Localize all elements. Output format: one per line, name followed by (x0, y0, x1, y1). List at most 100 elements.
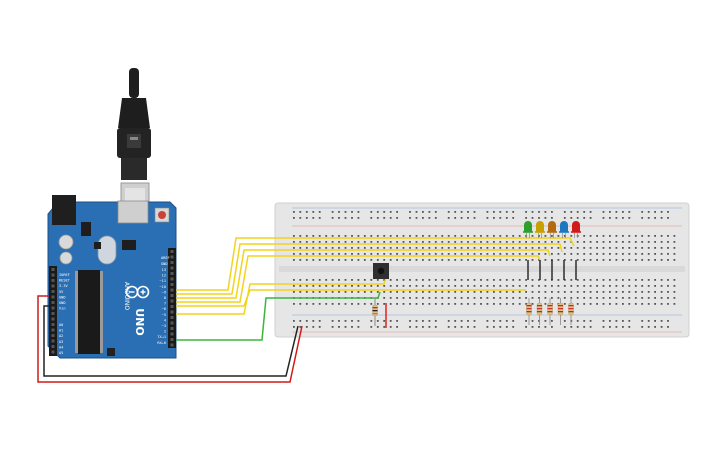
breadboard-hole[interactable] (480, 285, 482, 287)
breadboard-hole[interactable] (434, 326, 437, 328)
breadboard-hole[interactable] (383, 241, 386, 243)
breadboard-hole[interactable] (454, 259, 457, 261)
header-pin[interactable] (170, 316, 174, 319)
breadboard-hole[interactable] (396, 259, 398, 261)
breadboard-hole[interactable] (493, 279, 495, 281)
breadboard-hole[interactable] (518, 285, 521, 287)
breadboard-hole[interactable] (641, 279, 644, 281)
breadboard-hole[interactable] (667, 253, 669, 255)
breadboard-hole[interactable] (622, 285, 624, 287)
breadboard-hole[interactable] (312, 285, 315, 287)
breadboard-hole[interactable] (415, 285, 418, 287)
breadboard-hole[interactable] (615, 320, 618, 322)
breadboard-hole[interactable] (389, 253, 392, 255)
breadboard-hole[interactable] (570, 297, 573, 299)
breadboard-hole[interactable] (557, 247, 560, 249)
breadboard-hole[interactable] (667, 211, 669, 213)
breadboard-hole[interactable] (363, 253, 366, 255)
breadboard-hole[interactable] (654, 241, 656, 243)
breadboard-hole[interactable] (544, 291, 547, 293)
wire-pin8[interactable] (176, 277, 387, 315)
breadboard-hole[interactable] (505, 211, 508, 213)
breadboard-hole[interactable] (634, 253, 637, 255)
breadboard-hole[interactable] (454, 303, 457, 305)
breadboard-hole[interactable] (396, 303, 398, 305)
breadboard-hole[interactable] (602, 279, 605, 281)
breadboard-hole[interactable] (460, 291, 463, 293)
breadboard-hole[interactable] (583, 297, 586, 299)
breadboard-hole[interactable] (531, 320, 534, 322)
breadboard-hole[interactable] (531, 259, 534, 261)
breadboard-hole[interactable] (305, 247, 308, 249)
breadboard-hole[interactable] (628, 291, 631, 293)
breadboard-hole[interactable] (538, 241, 540, 243)
breadboard-hole[interactable] (512, 211, 515, 213)
breadboard-hole[interactable] (363, 279, 366, 281)
breadboard-hole[interactable] (428, 247, 431, 249)
breadboard-hole[interactable] (460, 326, 463, 328)
breadboard-hole[interactable] (312, 279, 315, 281)
breadboard-hole[interactable] (583, 285, 586, 287)
breadboard-hole[interactable] (467, 297, 469, 299)
breadboard-hole[interactable] (434, 259, 437, 261)
breadboard-hole[interactable] (493, 235, 495, 237)
breadboard-hole[interactable] (570, 285, 573, 287)
breadboard-hole[interactable] (396, 235, 398, 237)
breadboard-hole[interactable] (473, 320, 476, 322)
breadboard-hole[interactable] (544, 279, 547, 281)
breadboard-hole[interactable] (338, 279, 340, 281)
breadboard-hole[interactable] (383, 279, 386, 281)
breadboard-hole[interactable] (505, 259, 508, 261)
breadboard-hole[interactable] (563, 247, 566, 249)
breadboard-hole[interactable] (376, 241, 379, 243)
breadboard-hole[interactable] (660, 217, 663, 219)
breadboard-hole[interactable] (325, 235, 328, 237)
breadboard-hole[interactable] (331, 291, 334, 293)
breadboard-hole[interactable] (312, 217, 315, 219)
breadboard-hole[interactable] (396, 241, 398, 243)
breadboard-hole[interactable] (557, 253, 560, 255)
breadboard-hole[interactable] (647, 285, 650, 287)
breadboard-hole[interactable] (609, 279, 611, 281)
breadboard-hole[interactable] (402, 279, 405, 281)
breadboard-hole[interactable] (357, 259, 360, 261)
breadboard-hole[interactable] (660, 241, 663, 243)
breadboard-hole[interactable] (428, 285, 431, 287)
breadboard-hole[interactable] (422, 291, 424, 293)
breadboard-hole[interactable] (370, 320, 373, 322)
breadboard-hole[interactable] (370, 285, 373, 287)
breadboard-hole[interactable] (415, 211, 418, 213)
breadboard-hole[interactable] (660, 259, 663, 261)
breadboard-hole[interactable] (544, 235, 547, 237)
breadboard-hole[interactable] (383, 217, 386, 219)
breadboard-hole[interactable] (525, 285, 527, 287)
breadboard-hole[interactable] (583, 320, 586, 322)
breadboard-hole[interactable] (422, 297, 424, 299)
breadboard-hole[interactable] (409, 211, 411, 213)
breadboard-hole[interactable] (641, 241, 644, 243)
breadboard-hole[interactable] (615, 253, 618, 255)
breadboard-hole[interactable] (634, 303, 637, 305)
breadboard-hole[interactable] (654, 211, 656, 213)
breadboard-hole[interactable] (434, 253, 437, 255)
breadboard-hole[interactable] (460, 279, 463, 281)
breadboard-hole[interactable] (647, 235, 650, 237)
breadboard-hole[interactable] (563, 285, 566, 287)
breadboard-hole[interactable] (370, 259, 373, 261)
breadboard-hole[interactable] (299, 326, 302, 328)
breadboard-hole[interactable] (486, 211, 489, 213)
breadboard-hole[interactable] (609, 320, 611, 322)
breadboard-hole[interactable] (422, 253, 424, 255)
breadboard-hole[interactable] (299, 235, 302, 237)
breadboard-hole[interactable] (454, 291, 457, 293)
breadboard-hole[interactable] (383, 235, 386, 237)
breadboard-hole[interactable] (402, 247, 405, 249)
breadboard-hole[interactable] (305, 235, 308, 237)
breadboard-hole[interactable] (396, 253, 398, 255)
breadboard-hole[interactable] (493, 217, 495, 219)
breadboard-hole[interactable] (499, 247, 502, 249)
breadboard-hole[interactable] (351, 320, 353, 322)
breadboard-hole[interactable] (338, 247, 340, 249)
breadboard-hole[interactable] (312, 291, 315, 293)
breadboard-hole[interactable] (576, 217, 579, 219)
